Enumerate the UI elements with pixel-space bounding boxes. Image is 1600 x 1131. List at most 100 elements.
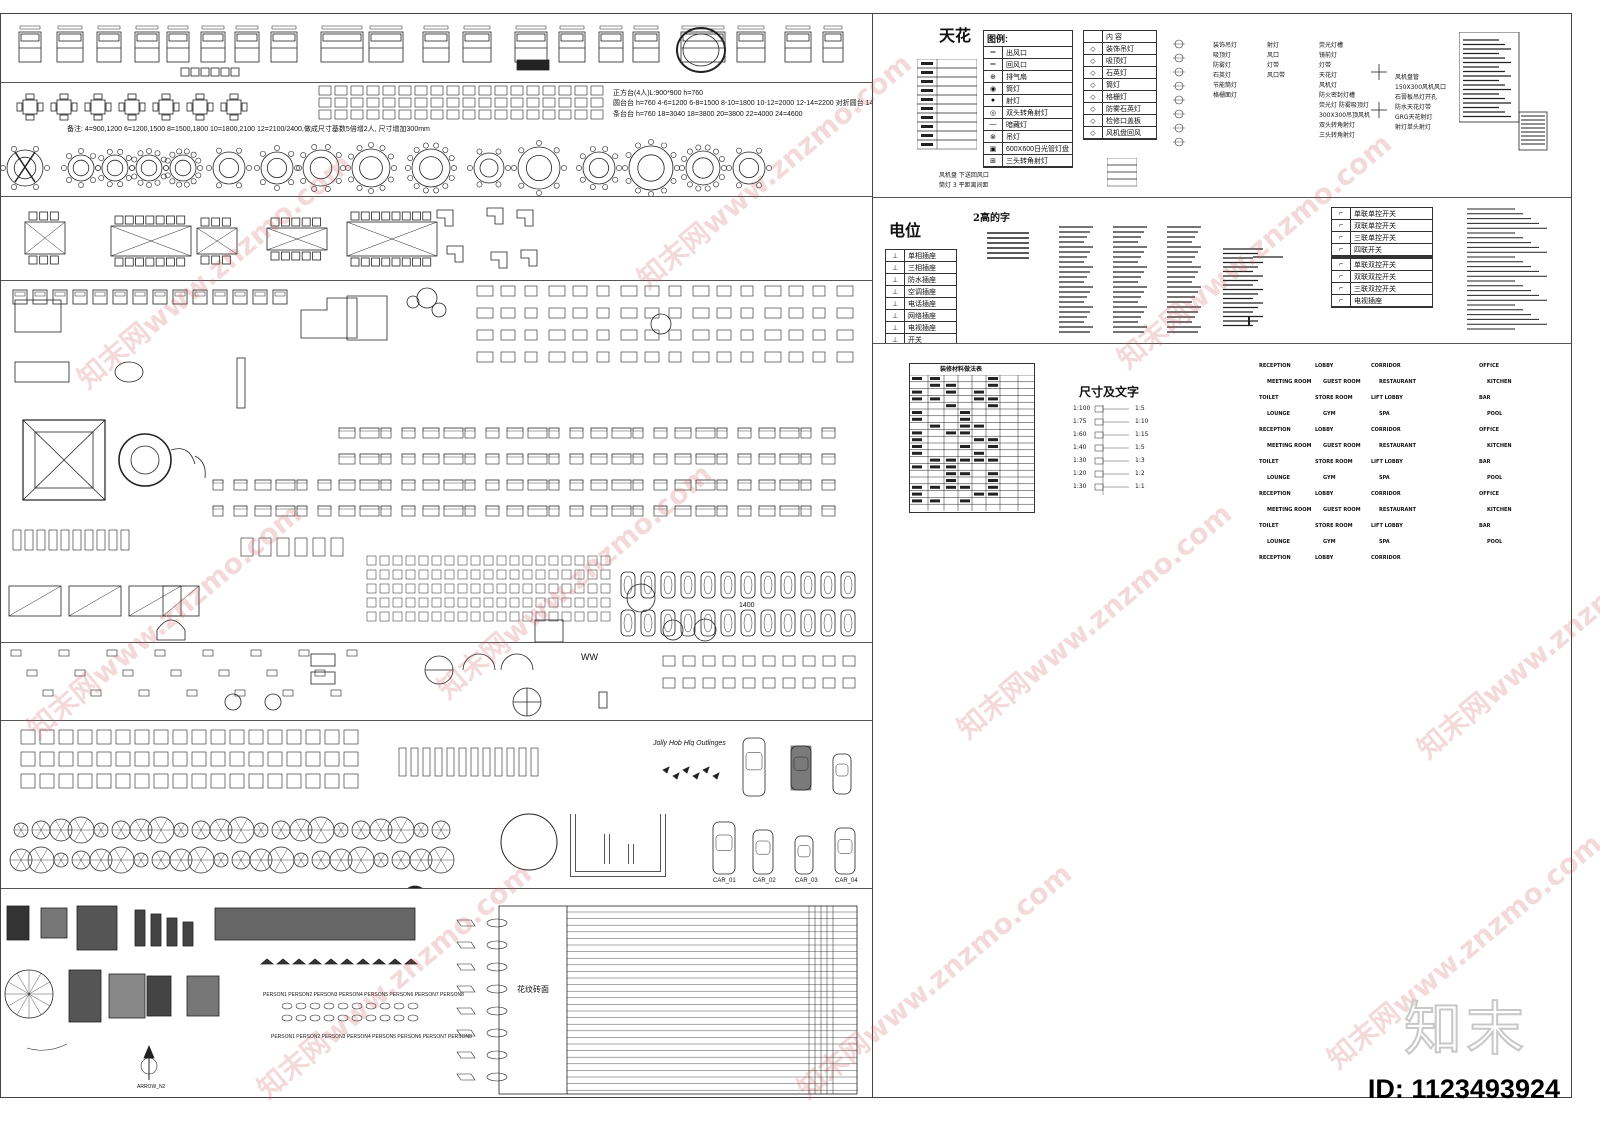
fixture-small — [26, 669, 38, 677]
lattice-panel — [166, 917, 178, 947]
fixture-small — [186, 689, 198, 697]
sanitary-block — [483, 569, 494, 580]
room-label: BAR — [1479, 523, 1491, 529]
round-stool — [406, 295, 420, 309]
meeting-table — [196, 227, 238, 255]
round-chair — [146, 148, 152, 154]
chair-elevation — [191, 729, 207, 745]
room-label: CORRIDOR — [1371, 555, 1401, 561]
turntable — [218, 158, 239, 179]
sofa-block — [695, 479, 716, 491]
round-chair — [622, 165, 628, 171]
sofa-block — [632, 453, 644, 465]
small-chair-block — [558, 97, 572, 108]
tree-branch — [380, 853, 385, 861]
fixture-small — [170, 669, 182, 677]
room-label: BAR — [1479, 459, 1491, 465]
diamond-icon: ◇ — [1084, 79, 1103, 90]
right-table-sub — [1518, 111, 1548, 151]
sofa-block — [716, 453, 728, 465]
round-chair — [704, 185, 711, 192]
room-label: STORE ROOM — [1315, 395, 1353, 401]
material-cell-mark — [912, 485, 922, 489]
lounger-shade — [486, 940, 508, 950]
armchair-back — [234, 291, 246, 297]
sofa-back — [569, 427, 584, 432]
sofa-back — [737, 427, 752, 432]
tree-branch — [20, 859, 27, 870]
ceiling-col4: 射灯风口灯带风口带 — [1267, 42, 1285, 82]
tree-branch — [76, 852, 82, 861]
room-label: TOILET — [1259, 395, 1279, 401]
lounger — [456, 963, 476, 971]
bed-rug-fill — [516, 59, 550, 71]
bed-symbols — [18, 25, 844, 77]
round-chair — [169, 178, 176, 185]
round-chair — [413, 183, 420, 189]
armchair — [192, 289, 208, 305]
round-chair — [125, 155, 132, 161]
material-cell-mark — [974, 438, 984, 442]
column-elevation — [482, 747, 491, 777]
sofa-block — [695, 427, 716, 439]
sanitary-block — [548, 569, 559, 580]
tree-branch — [417, 829, 422, 837]
sofa-block — [674, 453, 692, 465]
sofa-back — [548, 427, 560, 432]
scale-right-label: 1:2 — [1135, 470, 1145, 477]
lounger-shade — [486, 1006, 508, 1016]
socket-icon: ⊥ — [886, 298, 905, 309]
round-chair — [348, 153, 354, 160]
round-chair — [125, 175, 132, 181]
round-chair-large — [650, 313, 672, 335]
sofa-block — [800, 427, 812, 439]
round-chair — [1, 165, 6, 171]
sanitary-block — [431, 555, 442, 566]
lounge-block — [764, 329, 782, 341]
material-cell-mark — [946, 479, 956, 482]
ceiling-list-item: 镜前灯 — [1319, 52, 1338, 59]
material-cell-mark — [988, 485, 998, 489]
sofa-back — [590, 453, 608, 458]
round-chair — [324, 144, 331, 150]
scale-right-label: 1:5 — [1135, 405, 1145, 412]
meeting-chair — [155, 215, 165, 225]
deck-outline — [498, 905, 858, 1095]
meeting-chair — [176, 257, 186, 267]
tree-branch — [297, 859, 302, 867]
sofa-block — [422, 479, 440, 491]
ww-label: WW — [581, 652, 598, 662]
tree-branch — [380, 829, 387, 840]
armchair-back — [174, 291, 186, 297]
tree-branch — [295, 820, 302, 831]
round-chair — [451, 165, 457, 171]
bed-symbol — [18, 25, 42, 63]
small-chair-block — [446, 109, 460, 120]
meeting-chair — [412, 257, 421, 267]
electric-right-row: ⌐单联双控开关 — [1332, 256, 1432, 271]
sanitary-block — [366, 597, 377, 608]
chair — [105, 102, 112, 112]
bathtub — [760, 571, 776, 599]
sofa-back — [674, 427, 692, 432]
square-table — [90, 99, 106, 115]
round-chair — [164, 172, 171, 179]
scale-box — [1094, 444, 1104, 452]
sofa-back — [317, 505, 332, 510]
ceiling-legend-label: 暗藏灯 — [1006, 121, 1027, 129]
sofa-block — [422, 505, 440, 517]
round-chair — [695, 144, 702, 151]
chair — [84, 102, 91, 112]
sofa-back — [317, 479, 332, 484]
material-cell-mark — [930, 397, 940, 401]
sofa-back — [359, 427, 380, 432]
column-elevation — [470, 747, 479, 777]
round-chair — [661, 142, 667, 149]
round-chair — [495, 181, 502, 188]
lounge-block — [740, 329, 754, 341]
sofa-block — [611, 505, 632, 517]
bathtub-inner — [743, 575, 753, 595]
sofa-block — [233, 479, 248, 491]
tree-branch — [337, 829, 342, 837]
sofa-back — [695, 479, 716, 484]
